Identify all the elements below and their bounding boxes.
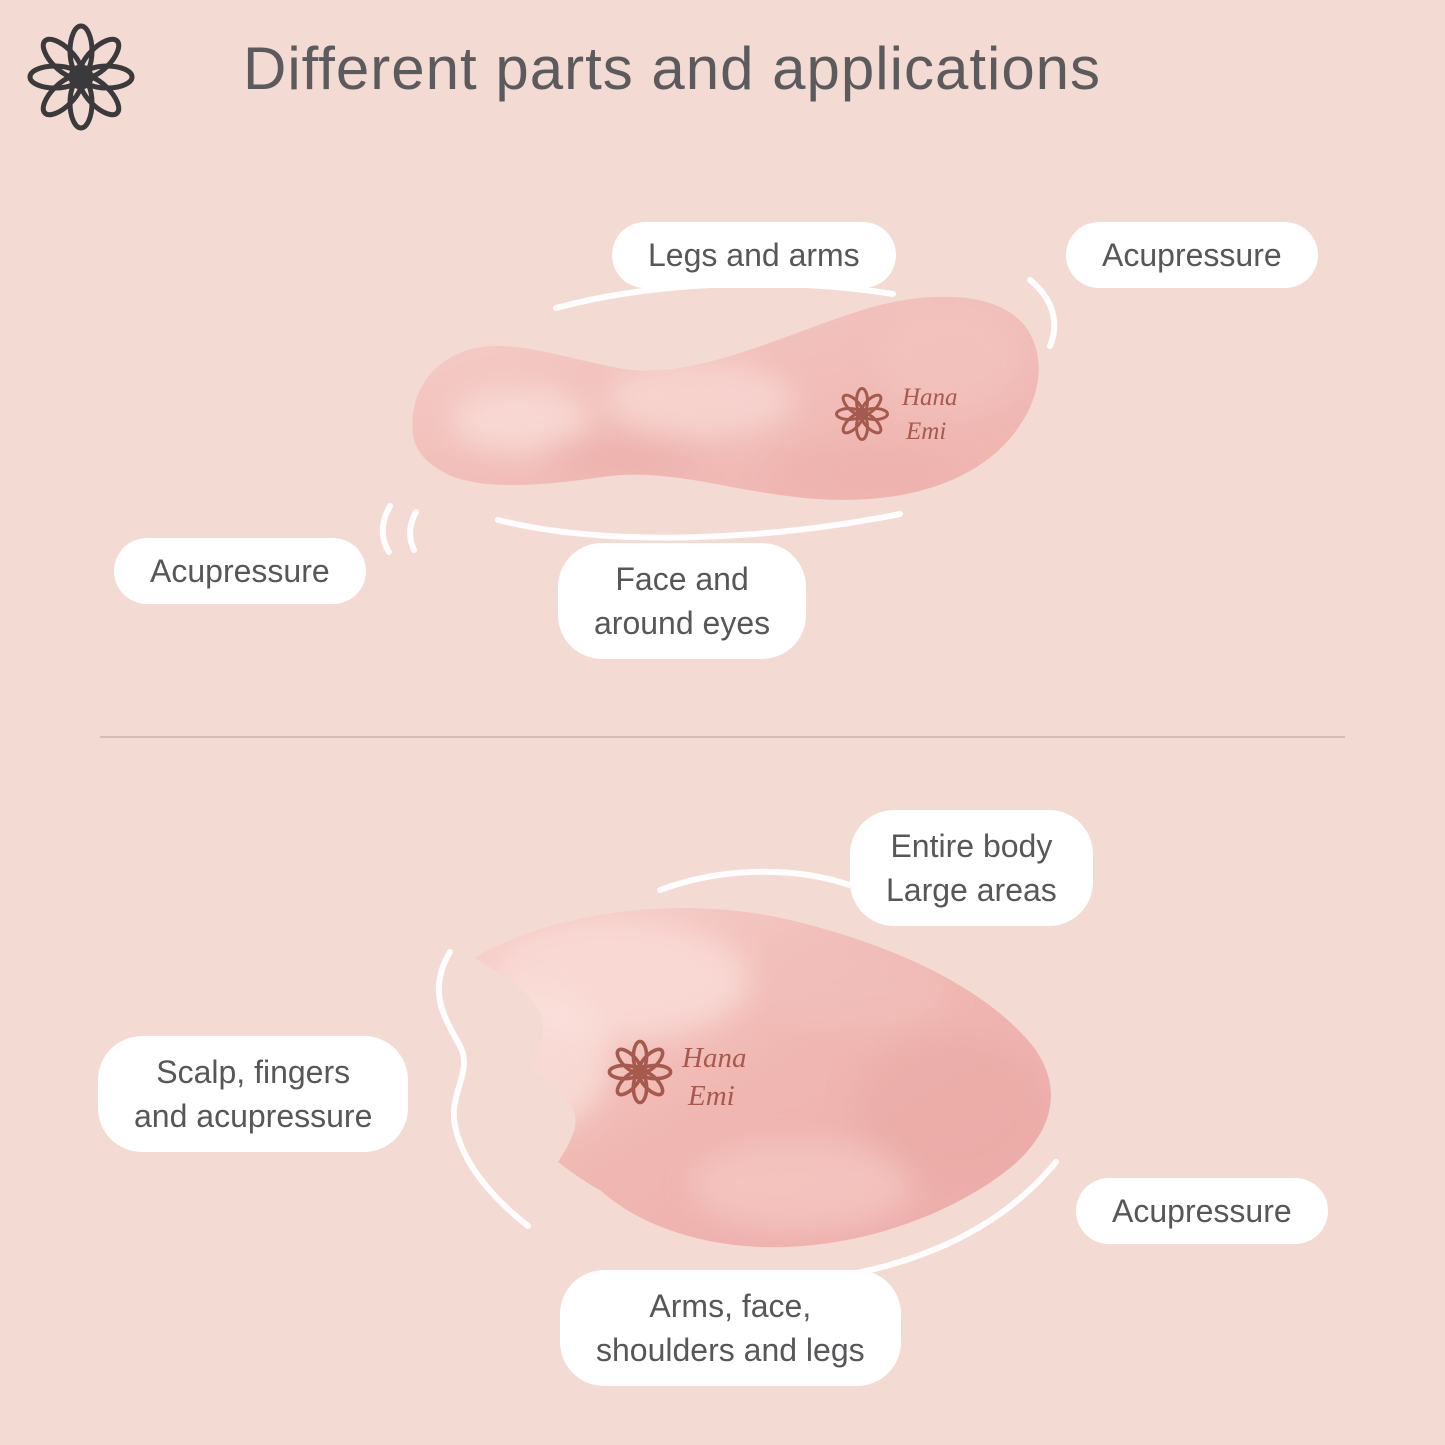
label-text: Legs and arms — [648, 237, 860, 273]
engraved-brand-name-line1: Hana — [902, 384, 958, 411]
page-title: Different parts and applications — [243, 35, 1102, 102]
label-text-line1: Arms, face, — [649, 1288, 812, 1324]
engraved-brand-name-line2: Emi — [906, 418, 947, 445]
label-scalp-fingers-acupressure: Scalp, fingers and acupressure — [98, 1036, 409, 1153]
label-text: Acupressure — [1102, 237, 1282, 273]
label-text-line2: shoulders and legs — [596, 1332, 865, 1369]
label-acupressure-left: Acupressure — [114, 538, 366, 605]
label-text: Acupressure — [150, 553, 330, 589]
section-divider — [100, 736, 1345, 738]
label-text: Acupressure — [1112, 1193, 1292, 1229]
label-text-line2: and acupressure — [134, 1098, 373, 1135]
label-text-line1: Face and — [615, 561, 749, 597]
brand-mandala-logo-icon — [26, 22, 136, 132]
label-arms-face-shoulders-legs: Arms, face, shoulders and legs — [560, 1270, 901, 1387]
s-shape-gua-sha-tool — [412, 296, 1039, 500]
label-face-and-around-eyes: Face and around eyes — [558, 543, 807, 660]
label-text-line1: Scalp, fingers — [156, 1054, 351, 1090]
label-text-line2: around eyes — [594, 605, 771, 642]
label-acupressure-top-right: Acupressure — [1066, 222, 1318, 289]
label-text-line1: Entire body — [890, 828, 1053, 864]
label-entire-body-large-areas: Entire body Large areas — [850, 810, 1093, 927]
label-acupressure-bottom-right: Acupressure — [1076, 1178, 1328, 1245]
engraved-brand-name-line2: Emi — [688, 1080, 735, 1112]
wing-shape-gua-sha-tool — [474, 908, 1051, 1248]
label-text-line2: Large areas — [886, 872, 1057, 909]
engraved-brand-name-line1: Hana — [682, 1042, 747, 1074]
label-legs-and-arms: Legs and arms — [612, 222, 896, 289]
